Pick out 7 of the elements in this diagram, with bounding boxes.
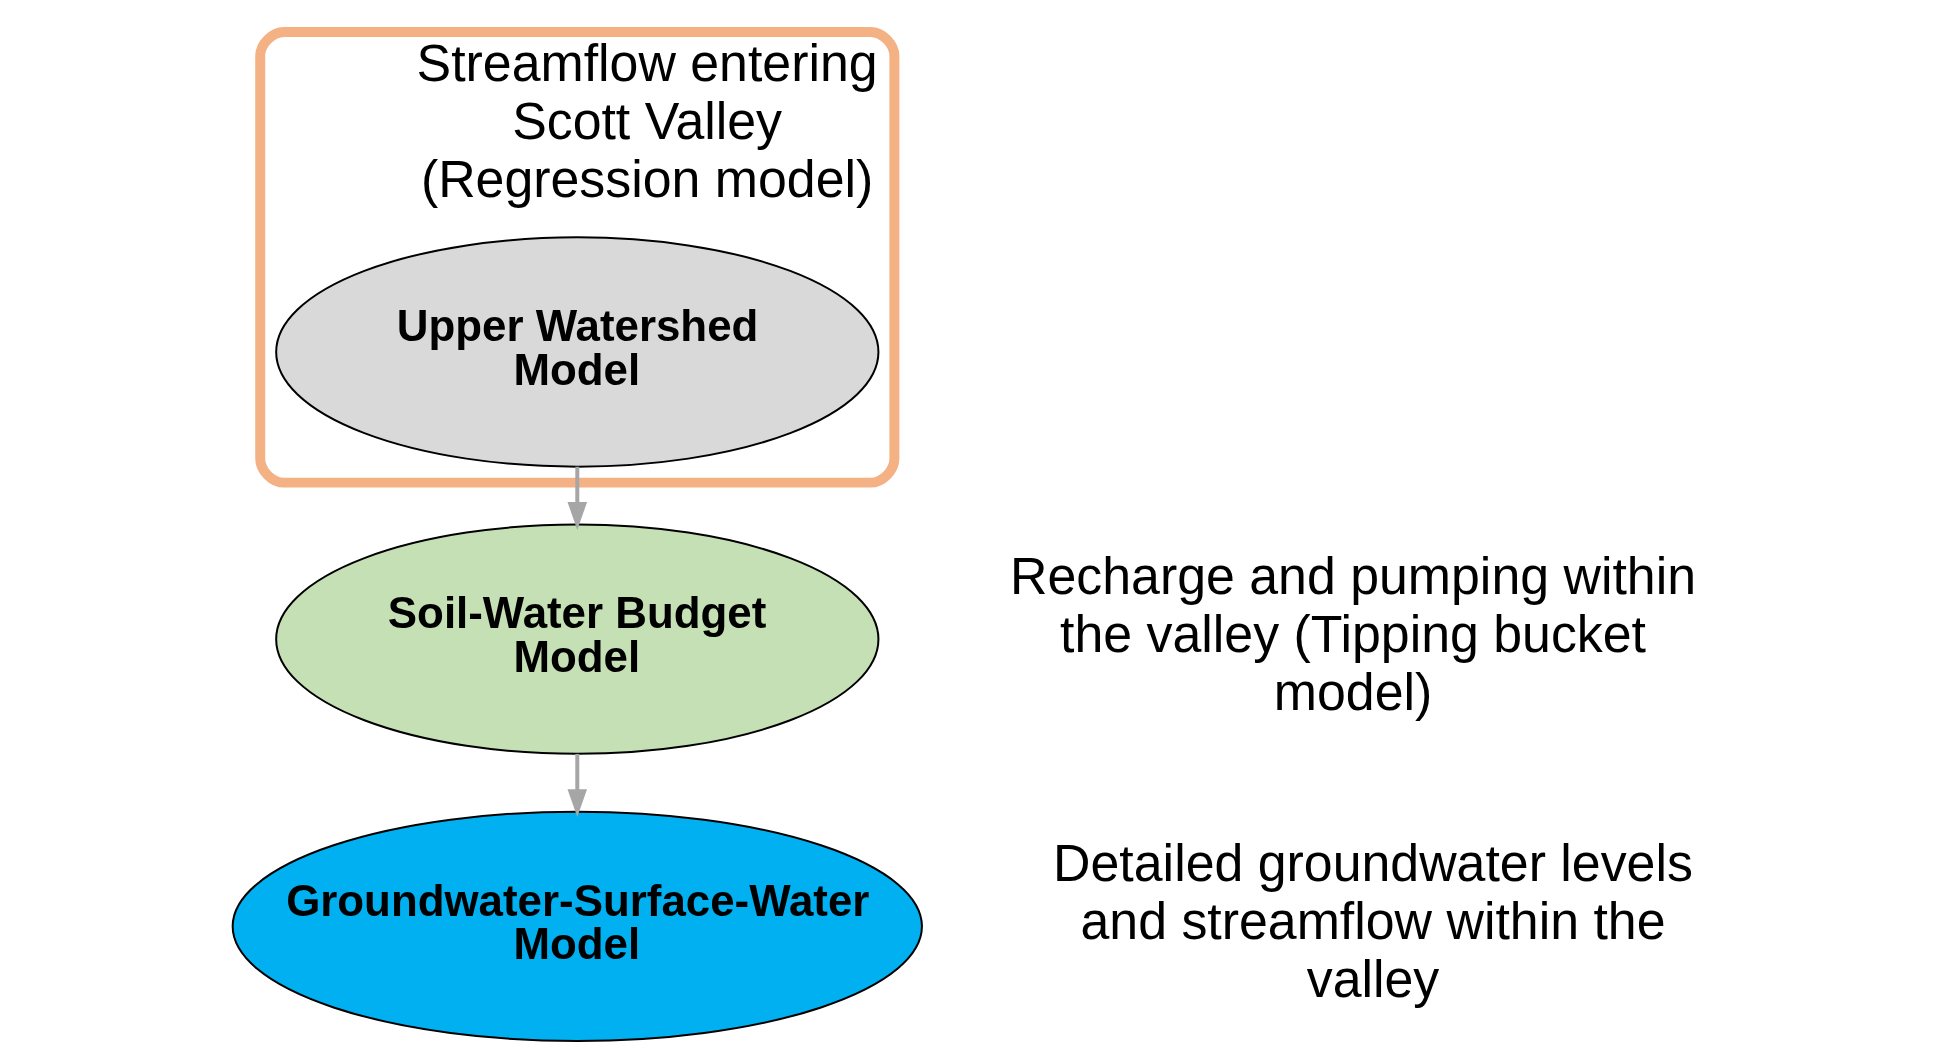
arrow xyxy=(567,466,588,530)
node-ellipse: Soil-Water Budget Model xyxy=(275,523,880,755)
node-label: Detailed groundwater levels and streamflow within the valley xyxy=(1053,834,1693,1008)
arrow xyxy=(567,753,588,818)
node-ellipse: Groundwater-Surface-Water Model xyxy=(231,810,923,1042)
node-ellipse: Upper Watershed Model xyxy=(275,236,880,468)
node-label: Recharge and pumping within the valley (Tipping bucket model) xyxy=(1010,546,1697,721)
